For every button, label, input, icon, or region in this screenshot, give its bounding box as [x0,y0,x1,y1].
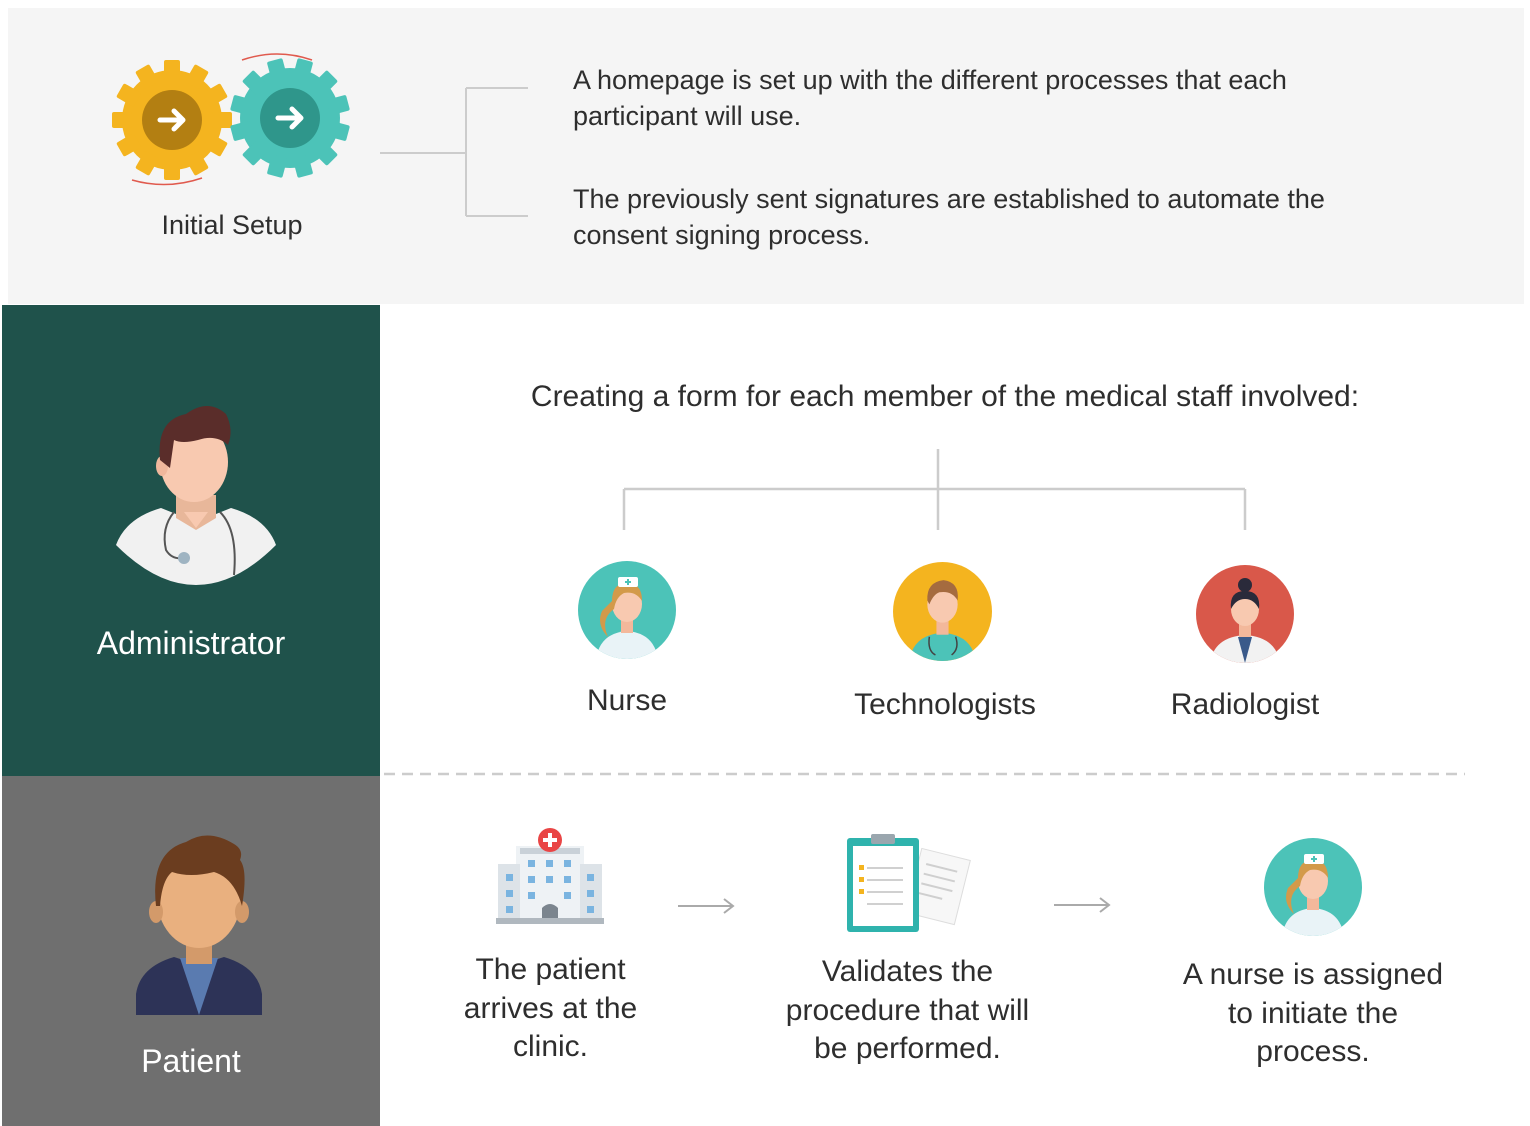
radiologist-avatar-icon [1196,565,1294,663]
arrow-right-icon [1054,897,1111,913]
step-validation-text: Validates the procedure that will be per… [785,955,1030,1065]
step-nurse-assigned-text: A nurse is assigned to initiate the proc… [1182,958,1444,1068]
section-divider [384,772,1465,776]
admin-heading: Creating a form for each member of the m… [530,380,1360,413]
staff-label-technologists: Technologists [854,688,1036,721]
technologist-avatar-icon [893,562,992,661]
initial-setup-label: Initial Setup [161,210,303,240]
administrator-label: Administrator [96,625,286,661]
nurse-avatar-icon [1264,838,1362,936]
admin-avatar-icon [116,406,276,585]
staff-label-nurse: Nurse [586,684,668,717]
patient-label: Patient [141,1043,241,1079]
hospital-icon [496,828,604,924]
patient-avatar-icon [136,835,262,1015]
nurse-avatar-icon [578,561,676,659]
gears-icon [112,53,350,186]
staff-label-radiologist: Radiologist [1170,688,1320,721]
staff-tree-connector [622,449,1247,530]
setup-point-signatures: The previously sent signatures are estab… [573,184,1325,250]
setup-point-homepage: A homepage is set up with the different … [573,65,1287,131]
step-arrival-text: The patient arrives at the clinic. [463,953,638,1063]
clipboard-icon [847,834,971,932]
arrow-right-icon [678,898,735,914]
setup-bracket [380,87,528,217]
